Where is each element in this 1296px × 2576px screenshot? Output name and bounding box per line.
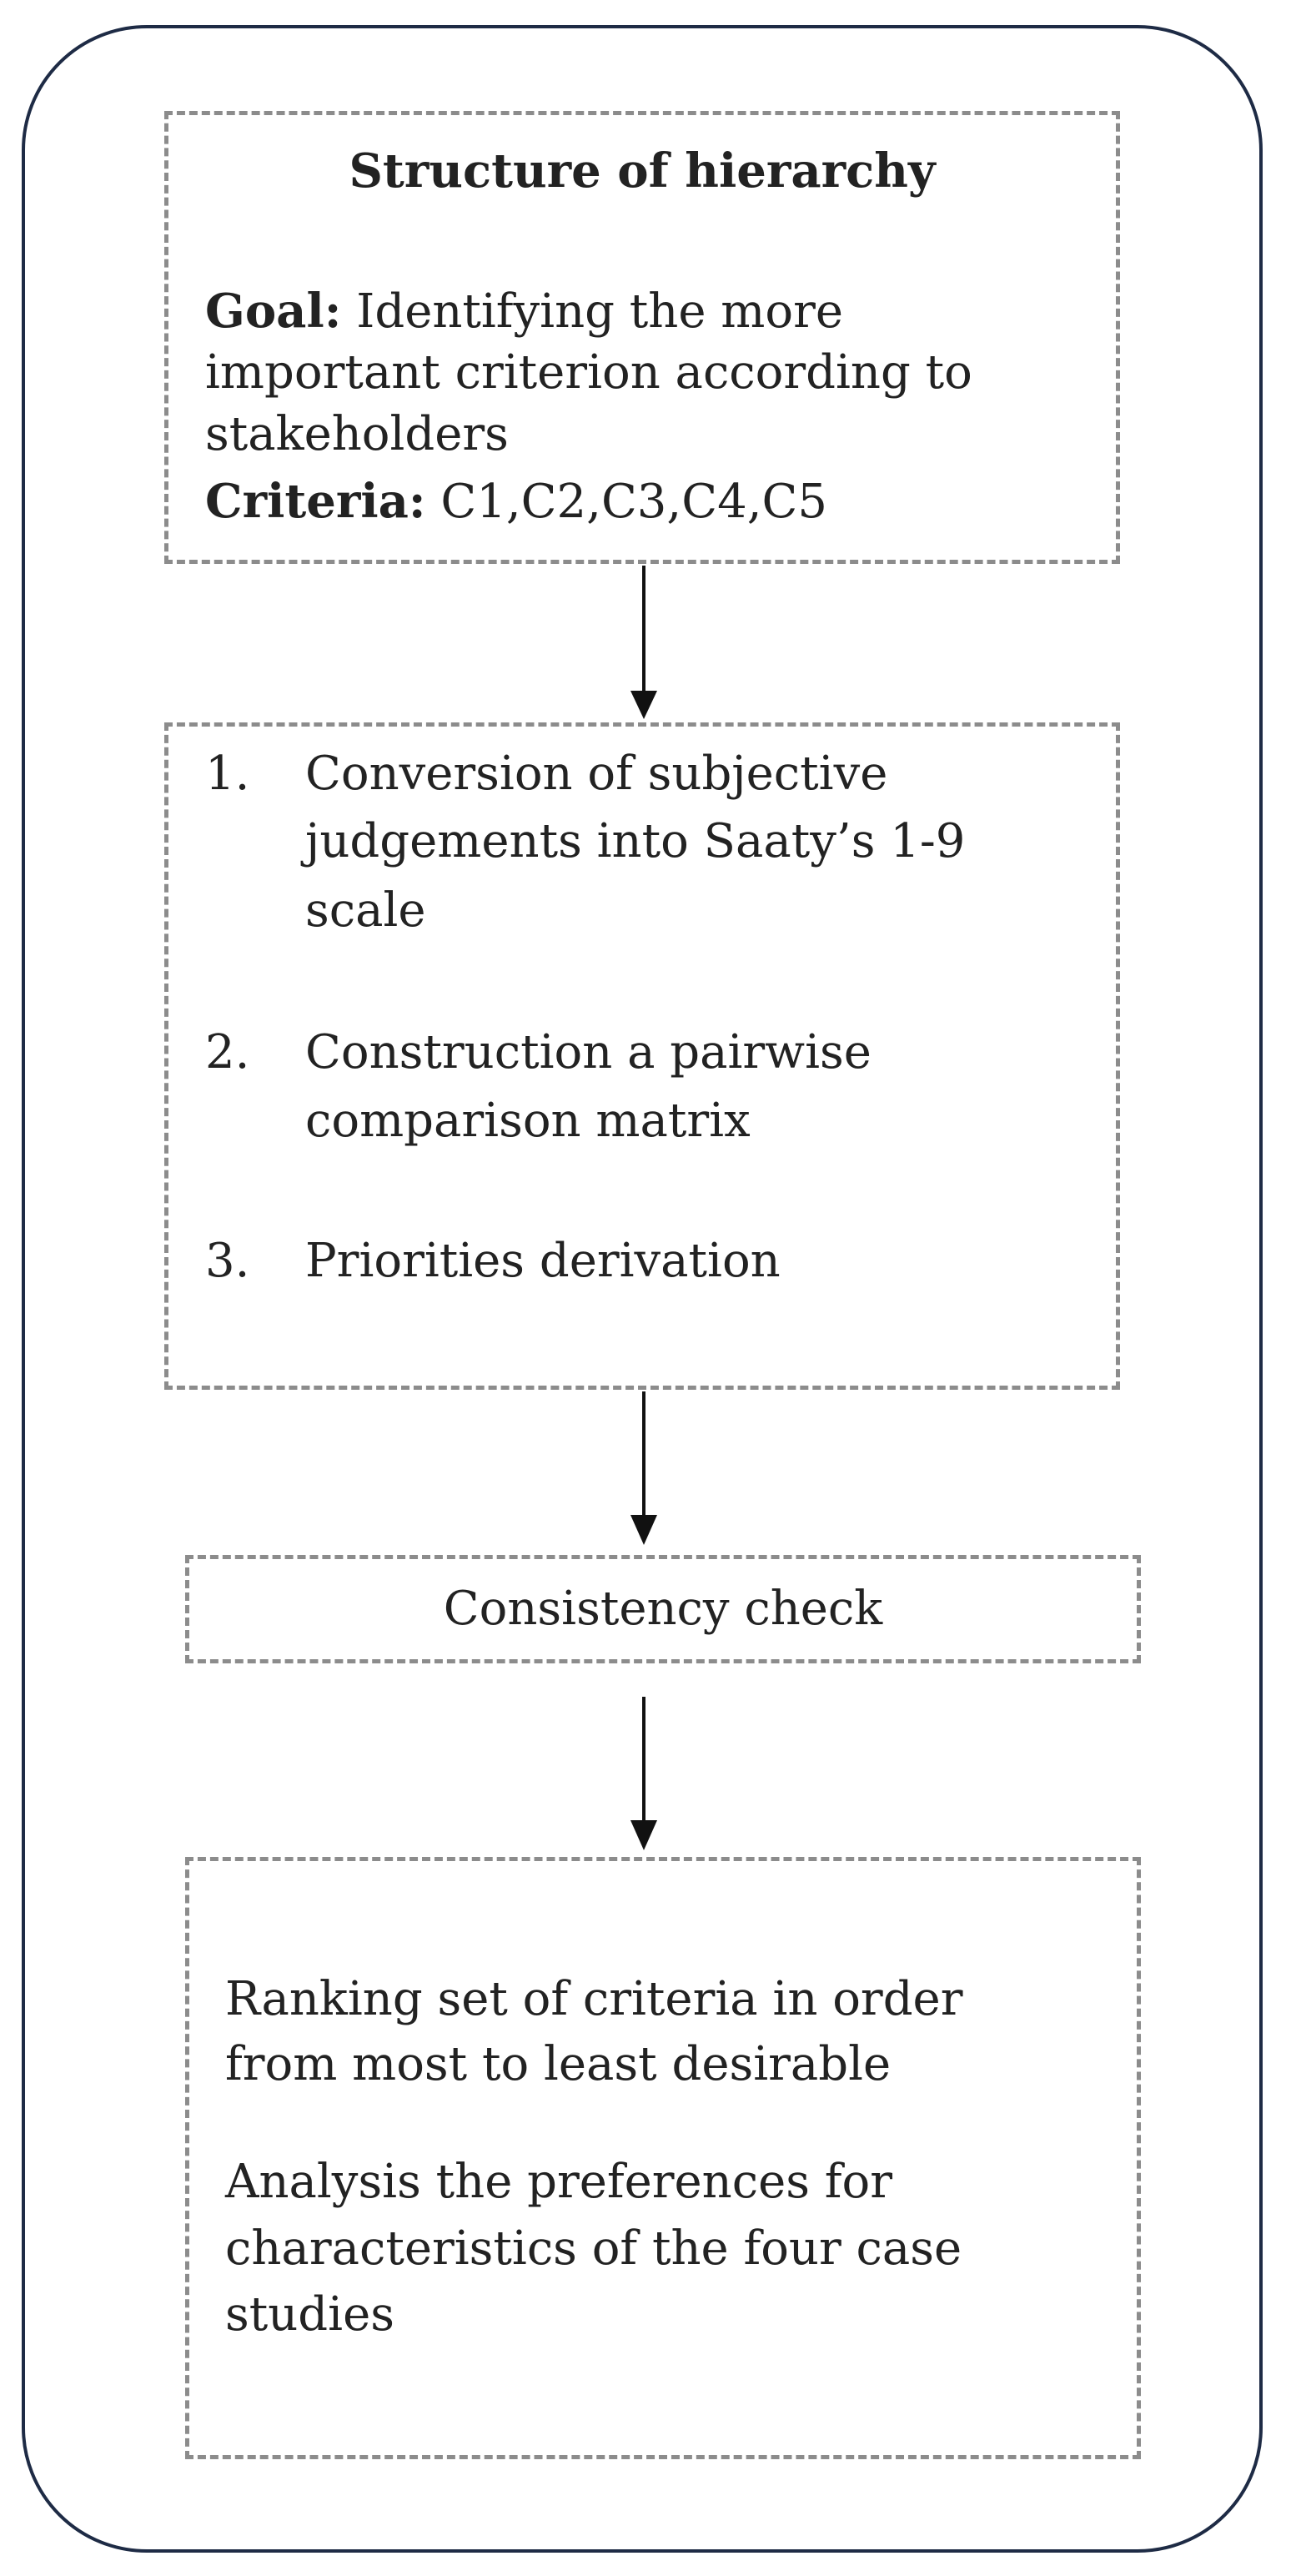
criteria-value: C1,C2,C3,C4,C5	[440, 475, 827, 529]
ranking-line-2: from most to least desirable	[225, 2037, 892, 2091]
goal-line-3: stakeholders	[205, 407, 509, 461]
goal-text-1: Identifying the more	[356, 284, 844, 339]
step-3-line-1: Priorities derivation	[305, 1234, 781, 1288]
consistency-box	[185, 1555, 1141, 1663]
criteria-line: Criteria: C1,C2,C3,C4,C5	[205, 472, 827, 531]
step-1-line-2: judgements into Saaty’s 1-9	[305, 814, 966, 868]
criteria-label: Criteria:	[205, 474, 426, 529]
analysis-line-2: characteristics of the four case	[225, 2221, 962, 2276]
goal-label: Goal:	[205, 284, 342, 339]
outer-frame	[22, 25, 1263, 2553]
step-1-number: 1.	[205, 747, 250, 801]
arrow-1-head	[630, 691, 657, 719]
consistency-label: Consistency check	[443, 1582, 883, 1636]
steps-box	[164, 722, 1120, 1390]
step-2-number: 2.	[205, 1025, 250, 1079]
ranking-line-1: Ranking set of criteria in order	[225, 1972, 963, 2026]
analysis-line-3: studies	[225, 2287, 394, 2342]
outcomes-box	[185, 1857, 1141, 2459]
goal-line-2: important criterion according to	[205, 345, 972, 400]
analysis-line-1: Analysis the preferences for	[225, 2155, 892, 2209]
hierarchy-title: Structure of hierarchy	[349, 143, 936, 199]
arrow-2-head	[630, 1515, 657, 1545]
step-1-line-3: scale	[305, 883, 426, 938]
step-1-line-1: Conversion of subjective	[305, 747, 888, 801]
arrow-3-head	[630, 1820, 657, 1850]
step-3-number: 3.	[205, 1234, 250, 1288]
goal-line-1: Goal: Identifying the more	[205, 282, 843, 341]
step-2-line-2: comparison matrix	[305, 1094, 751, 1148]
hierarchy-box	[164, 111, 1120, 564]
step-2-line-1: Construction a pairwise	[305, 1025, 872, 1079]
